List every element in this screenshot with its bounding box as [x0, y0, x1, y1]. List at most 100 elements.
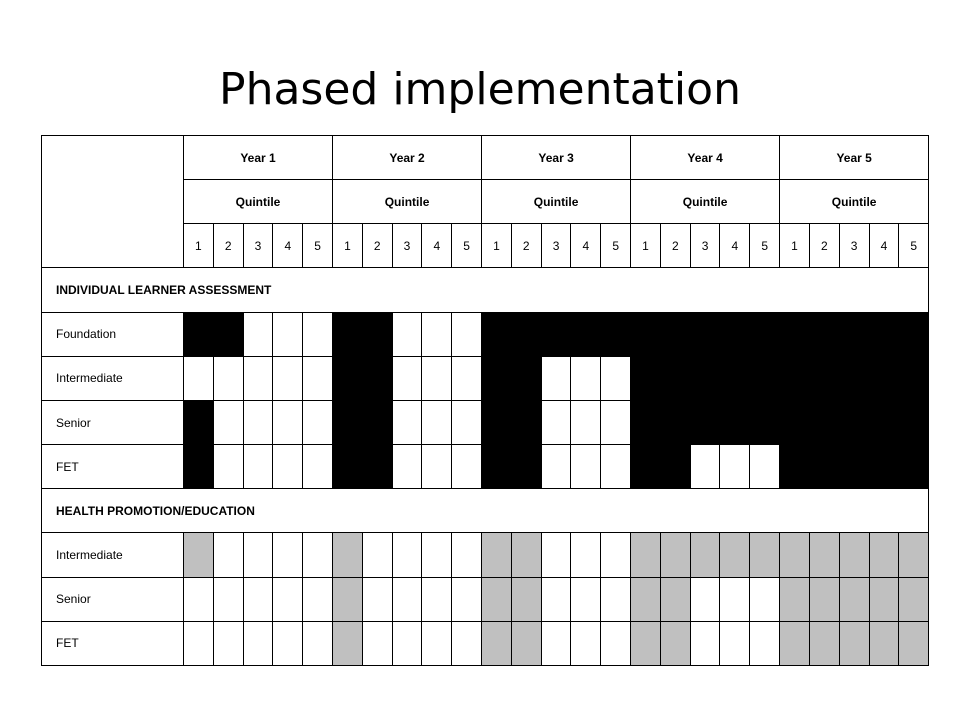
slide-title: Phased implementation [219, 64, 741, 115]
phase-cell-empty [391, 532, 423, 578]
phase-cell-empty [570, 444, 602, 490]
phase-cell-empty [391, 355, 423, 401]
quintile-header: Quintile [630, 179, 781, 225]
phase-cell-empty [600, 620, 632, 667]
section-title: INDIVIDUAL LEARNER ASSESSMENT [40, 267, 930, 313]
phase-cell-empty [540, 444, 572, 490]
phase-cell-empty [749, 444, 781, 490]
phase-cell-filled [719, 399, 751, 446]
phase-cell-filled [868, 399, 900, 446]
phase-cell-filled [898, 620, 930, 667]
year-header: Year 1 [182, 134, 334, 181]
phase-cell-empty [361, 620, 393, 667]
phase-cell-filled [510, 620, 542, 667]
phase-row: Senior [41, 576, 930, 622]
phase-cell-empty [212, 576, 244, 622]
phase-cell-filled [868, 576, 900, 622]
phase-cell-filled [510, 444, 542, 490]
phase-cell-empty [540, 620, 572, 667]
phase-row: Intermediate [41, 532, 930, 578]
phase-cell-filled [898, 399, 930, 446]
quintile-header: Quintile [332, 179, 483, 225]
phase-cell-empty [719, 620, 751, 667]
quintile-number: 5 [600, 223, 632, 269]
phase-cell-filled [868, 620, 900, 667]
phase-row-label: Foundation [41, 311, 184, 357]
phase-cell-filled [630, 620, 661, 667]
phase-cell-empty [540, 576, 572, 622]
phase-cell-filled [779, 355, 810, 401]
phase-cell-filled [481, 399, 512, 446]
phase-cell-empty [719, 576, 751, 622]
phase-cell-filled [332, 399, 363, 446]
phase-cell-empty [272, 532, 304, 578]
quintile-number: 1 [183, 223, 214, 269]
phase-cell-empty [391, 311, 423, 357]
phase-cell-empty [302, 576, 334, 622]
phase-cell-filled [183, 444, 214, 490]
phase-row: Senior [41, 399, 930, 446]
phase-cell-filled [868, 444, 900, 490]
phase-cell-filled [898, 532, 930, 578]
phase-cell-filled [630, 399, 661, 446]
phase-cell-filled [570, 311, 602, 357]
phase-cell-filled [481, 620, 512, 667]
phase-cell-empty [451, 311, 483, 357]
phase-cell-empty [570, 399, 602, 446]
phase-cell-filled [779, 444, 810, 490]
phase-cell-filled [808, 620, 840, 667]
phase-cell-filled [749, 399, 781, 446]
phase-cell-empty [212, 532, 244, 578]
quintile-number: 3 [689, 223, 721, 269]
phase-cell-filled [779, 311, 810, 357]
phase-cell-empty [421, 355, 453, 401]
quintile-number: 5 [451, 223, 483, 269]
phase-cell-filled [481, 532, 512, 578]
phase-cell-filled [749, 355, 781, 401]
quintile-number: 2 [659, 223, 691, 269]
year-header: Year 3 [481, 134, 632, 181]
phase-cell-filled [630, 355, 661, 401]
phase-cell-empty [391, 399, 423, 446]
quintile-number: 4 [570, 223, 602, 269]
phase-cell-filled [838, 311, 870, 357]
phase-cell-filled [838, 355, 870, 401]
phase-cell-filled [361, 444, 393, 490]
section-row: INDIVIDUAL LEARNER ASSESSMENT [40, 267, 930, 313]
phase-cell-filled [361, 355, 393, 401]
phase-cell-empty [689, 620, 721, 667]
phase-cell-filled [779, 576, 810, 622]
phase-cell-filled [481, 311, 512, 357]
phase-cell-empty [600, 576, 632, 622]
phase-cell-empty [302, 355, 334, 401]
quintile-number: 4 [719, 223, 751, 269]
phase-cell-empty [302, 532, 334, 578]
phase-cell-filled [868, 355, 900, 401]
section-title: HEALTH PROMOTION/EDUCATION [40, 488, 930, 534]
phase-cell-filled [719, 311, 751, 357]
phase-cell-filled [630, 444, 661, 490]
phase-cell-empty [540, 532, 572, 578]
phase-cell-empty [242, 620, 274, 667]
phase-cell-filled [361, 399, 393, 446]
quintile-number: 5 [749, 223, 781, 269]
phase-cell-filled [332, 444, 363, 490]
phase-cell-empty [212, 620, 244, 667]
phase-cell-empty [749, 576, 781, 622]
phase-cell-empty [391, 576, 423, 622]
phase-cell-filled [779, 620, 810, 667]
phase-cell-filled [630, 576, 661, 622]
quintile-number: 1 [481, 223, 512, 269]
phase-cell-empty [421, 620, 453, 667]
phase-row: FET [41, 444, 930, 490]
phase-cell-empty [183, 576, 214, 622]
phase-cell-empty [689, 576, 721, 622]
phase-cell-empty [451, 355, 483, 401]
phase-cell-empty [242, 311, 274, 357]
phase-cell-filled [332, 576, 363, 622]
phase-cell-filled [838, 399, 870, 446]
phase-cell-filled [510, 311, 542, 357]
quintile-number: 2 [361, 223, 393, 269]
